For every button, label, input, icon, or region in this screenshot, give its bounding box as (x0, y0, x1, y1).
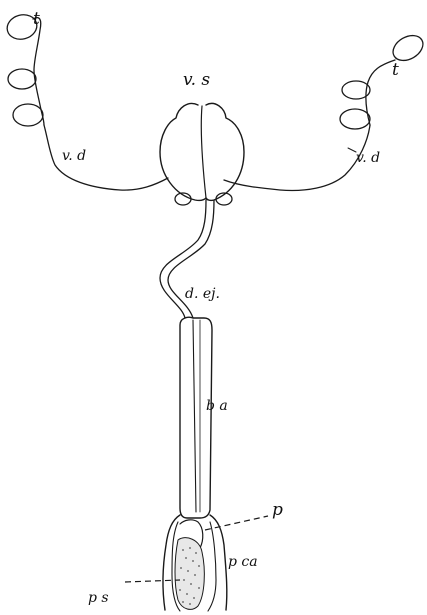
label-vas-right: v. d (356, 150, 380, 166)
label-vas-left: v. d (62, 148, 86, 164)
testis-lobe (340, 109, 370, 129)
testis-connector (33, 18, 44, 125)
label-testis-left: t (33, 9, 40, 29)
label-penis-sheath: p ca (228, 554, 258, 570)
label-vesicula: v. s (183, 70, 210, 90)
label-penis: p (272, 500, 283, 520)
bulbus (180, 317, 212, 518)
sheath-right (210, 515, 227, 610)
label-bulbus: b a (206, 398, 228, 414)
vesicula-midline (201, 106, 206, 198)
testis-connector (366, 60, 395, 125)
penis (175, 520, 204, 610)
label-ductus: d. ej. (185, 286, 220, 302)
bulbus-inner-line (193, 320, 196, 512)
sheath-inner-right (208, 522, 216, 611)
testis-lobe (13, 104, 43, 126)
vesicula-left-lobe (160, 103, 206, 200)
testis-lobe (8, 69, 36, 89)
label-testis-right: t (392, 60, 399, 80)
vas-deferens-right (224, 125, 370, 190)
vesicula-right-lobe (206, 103, 244, 200)
testis-right-group (340, 30, 427, 129)
leader-line-vd-right (348, 148, 356, 152)
vesicula-seminalis (160, 103, 244, 205)
label-penis-spines: p s (88, 590, 109, 606)
